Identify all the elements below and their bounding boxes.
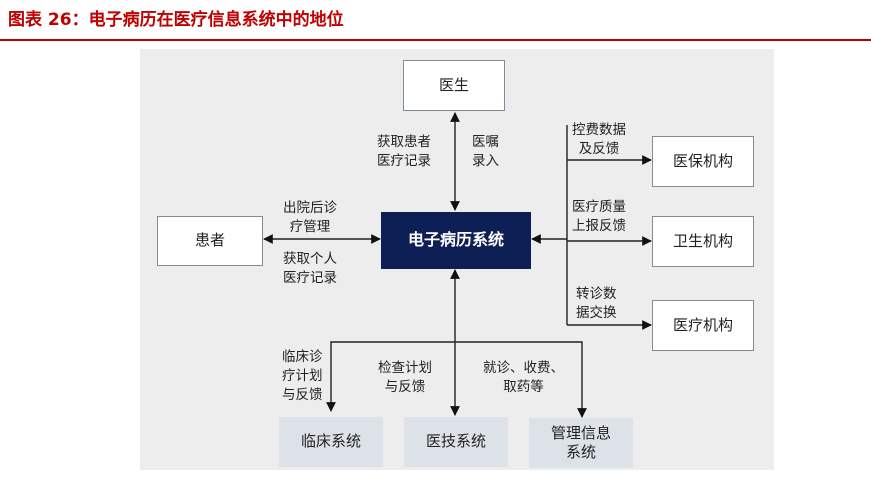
label-get-patient-records: 获取患者医疗记录	[377, 134, 431, 169]
label-orders-entry: 医嘱录入	[472, 134, 499, 169]
clinical-system-node: 临床系统	[279, 417, 383, 467]
label-cost-feedback: 控费数据及反馈	[572, 122, 626, 157]
doctor-node: 医生	[403, 60, 505, 111]
label-discharge-management: 出院后诊疗管理	[283, 200, 337, 235]
arrow-mgmt	[455, 341, 587, 418]
figure-title: 图表 26：电子病历在医疗信息系统中的地位	[8, 10, 344, 30]
patient-node: 患者	[157, 216, 263, 266]
emr-system-node: 电子病历系统	[381, 212, 531, 269]
title-rule	[0, 39, 871, 41]
label-personal-records: 获取个人医疗记录	[283, 251, 337, 286]
health-agency-node: 卫生机构	[652, 216, 754, 267]
medical-agency-node: 医疗机构	[652, 300, 754, 351]
arrow-clinical	[326, 341, 455, 412]
medtech-system-node: 医技系统	[404, 417, 508, 467]
label-clinical-plan: 临床诊疗计划与反馈	[282, 349, 323, 403]
management-system-node: 管理信息系统	[529, 418, 633, 468]
label-visit-billing: 就诊、收费、取药等	[483, 360, 564, 395]
label-referral-exchange: 转诊数据交换	[576, 286, 617, 321]
label-exam-plan: 检查计划与反馈	[378, 360, 432, 395]
insurance-agency-node: 医保机构	[652, 136, 754, 187]
label-quality-report: 医疗质量上报反馈	[572, 199, 626, 234]
